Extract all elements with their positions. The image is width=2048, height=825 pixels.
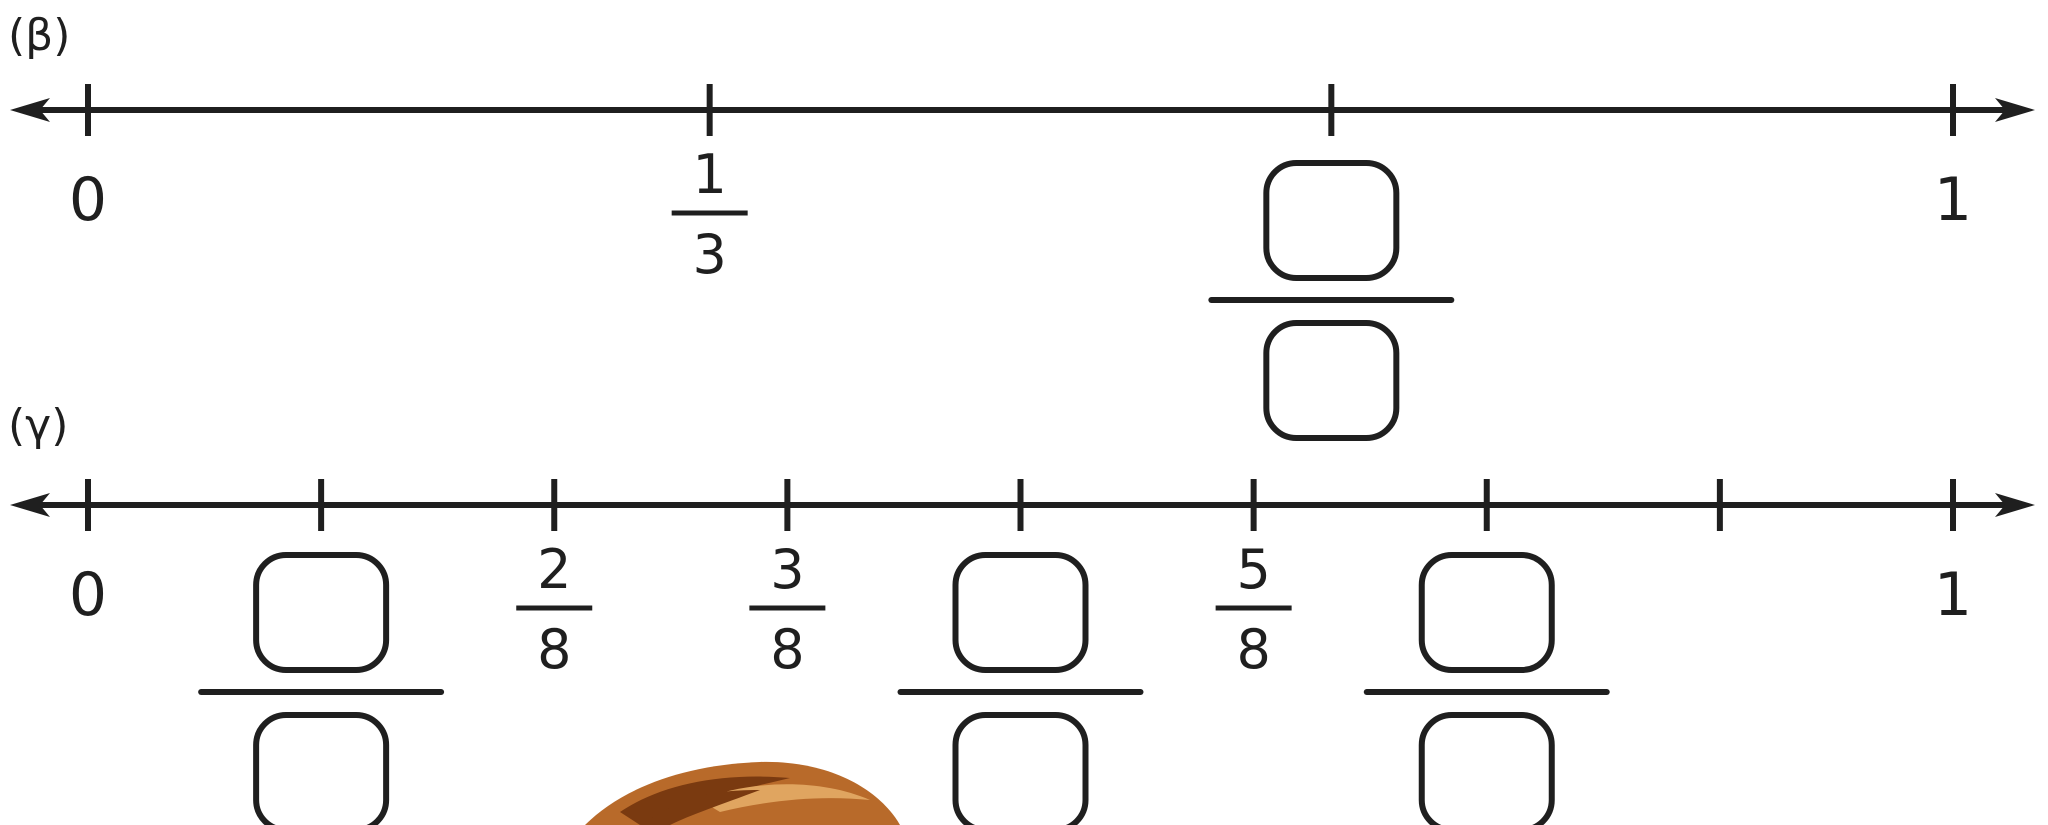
denominator-box <box>952 712 1089 825</box>
numerator-box <box>253 552 390 673</box>
fraction-numerator: 5 <box>1236 538 1270 601</box>
number-line-beta-axis <box>10 98 2035 122</box>
cartoon-hair-icon <box>585 761 900 825</box>
part-label-gamma: (γ) <box>8 400 68 451</box>
denominator-box <box>1263 320 1400 441</box>
right-arrow-icon <box>1995 493 2035 517</box>
fraction-denominator: 8 <box>770 618 804 681</box>
part-label-beta: (β) <box>8 10 70 61</box>
right-arrow-icon <box>1995 98 2035 122</box>
left-arrow-icon <box>10 98 50 122</box>
fraction-numerator: 3 <box>770 538 804 601</box>
denominator-box <box>1418 712 1555 825</box>
blank-fraction-box <box>897 552 1144 825</box>
left-arrow-icon <box>10 493 50 517</box>
tick-fraction: 58 <box>1215 538 1292 681</box>
blank-fraction-box <box>1363 552 1610 825</box>
fraction-numerator: 1 <box>692 143 726 206</box>
tick-label: 1 <box>1934 560 1972 630</box>
blank-fraction-box <box>198 552 445 825</box>
denominator-box <box>253 712 390 825</box>
fraction-denominator: 8 <box>1236 618 1270 681</box>
tick-fraction: 13 <box>671 143 748 286</box>
tick-label: 0 <box>69 165 107 235</box>
numerator-box <box>1418 552 1555 673</box>
blank-fraction-box <box>1208 160 1455 441</box>
fraction-denominator: 8 <box>537 618 571 681</box>
tick-fraction: 28 <box>516 538 593 681</box>
fraction-denominator: 3 <box>692 223 726 286</box>
tick-label: 0 <box>69 560 107 630</box>
numerator-box <box>952 552 1089 673</box>
tick-fraction: 38 <box>749 538 826 681</box>
fraction-numerator: 2 <box>537 538 571 601</box>
tick-label: 1 <box>1934 165 1972 235</box>
numerator-box <box>1263 160 1400 281</box>
